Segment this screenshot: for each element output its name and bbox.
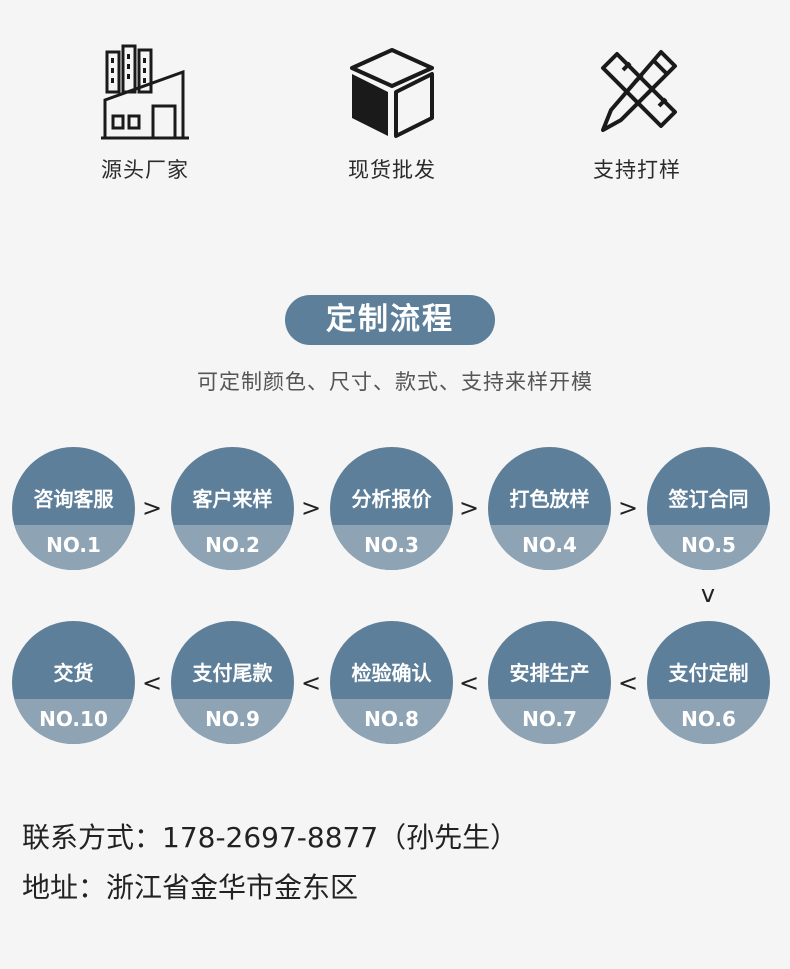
- feature-factory: 源头厂家: [65, 40, 225, 184]
- step-2: 客户来样 NO.2: [171, 447, 294, 570]
- step-number: NO.3: [364, 533, 419, 557]
- step-3: 分析报价 NO.3: [330, 447, 453, 570]
- step-5: 签订合同 NO.5: [647, 447, 770, 570]
- arrow-right: >: [141, 494, 163, 522]
- step-number: NO.9: [205, 707, 260, 731]
- step-number: NO.10: [39, 707, 108, 731]
- step-1: 咨询客服 NO.1: [12, 447, 135, 570]
- arrow-right: >: [458, 494, 480, 522]
- process-subtitle: 可定制颜色、尺寸、款式、支持来样开模: [197, 370, 593, 394]
- arrow-left: <: [300, 669, 322, 697]
- contact-address: 地址：浙江省金华市金东区: [22, 871, 359, 904]
- step-number: NO.1: [46, 533, 101, 557]
- feature-label: 支持打样: [593, 158, 681, 182]
- step-number: NO.8: [364, 707, 419, 731]
- step-name: 分析报价: [351, 487, 432, 511]
- step-10: 交货 NO.10: [12, 621, 135, 744]
- arrow-left: <: [141, 669, 163, 697]
- contact-phone: 联系方式：178-2697-8877（孙先生）: [22, 821, 519, 854]
- step-7: 安排生产 NO.7: [488, 621, 611, 744]
- step-number: NO.6: [681, 707, 736, 731]
- step-8: 检验确认 NO.8: [330, 621, 453, 744]
- step-4: 打色放样 NO.4: [488, 447, 611, 570]
- ruler-pencil-icon: [601, 50, 677, 132]
- step-name: 签订合同: [668, 487, 749, 511]
- step-number: NO.2: [205, 533, 260, 557]
- arrow-down: v: [700, 580, 716, 608]
- step-name: 咨询客服: [33, 487, 114, 511]
- step-name: 支付尾款: [192, 661, 273, 685]
- step-number: NO.7: [522, 707, 577, 731]
- step-9: 支付尾款 NO.9: [171, 621, 294, 744]
- feature-label: 源头厂家: [101, 158, 189, 182]
- arrow-right: >: [617, 494, 639, 522]
- process-title: 定制流程: [285, 295, 495, 345]
- arrow-left: <: [458, 669, 480, 697]
- step-name: 打色放样: [509, 487, 590, 511]
- arrow-right: >: [300, 494, 322, 522]
- box-icon: [350, 48, 434, 138]
- step-name: 交货: [53, 661, 94, 685]
- feature-box: 现货批发: [312, 40, 472, 184]
- factory-icon: [101, 44, 189, 140]
- step-6: 支付定制 NO.6: [647, 621, 770, 744]
- step-number: NO.4: [522, 533, 577, 557]
- step-name: 支付定制: [668, 661, 749, 685]
- step-number: NO.5: [681, 533, 736, 557]
- feature-sampling: 支持打样: [557, 40, 717, 184]
- step-name: 检验确认: [351, 661, 432, 685]
- step-name: 客户来样: [192, 487, 273, 511]
- arrow-left: <: [617, 669, 639, 697]
- step-name: 安排生产: [509, 661, 590, 685]
- feature-label: 现货批发: [348, 158, 436, 182]
